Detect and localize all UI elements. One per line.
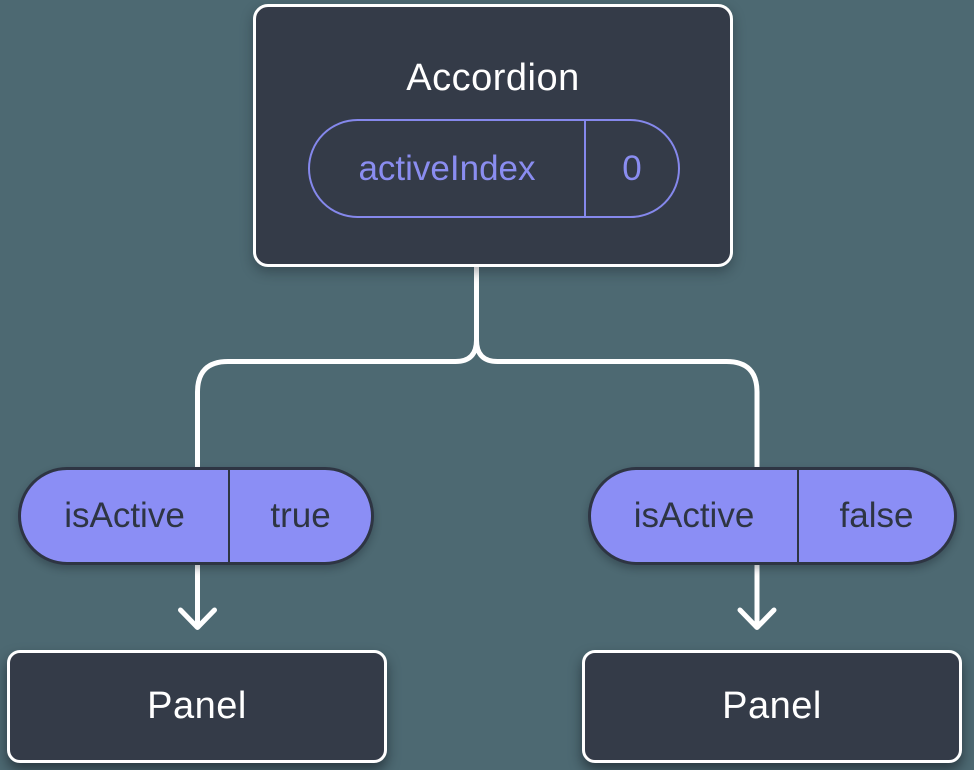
panel-node-right: Panel	[582, 650, 962, 763]
branch-line-right	[474, 263, 760, 473]
panel-node-left: Panel	[7, 650, 387, 763]
state-name: isActive	[64, 496, 185, 535]
is-active-state-pill-true: isActive true	[18, 467, 374, 565]
prop-value: 0	[584, 121, 678, 216]
is-active-state-pill-false: isActive false	[588, 467, 957, 565]
accordion-node: Accordion activeIndex 0	[253, 4, 733, 267]
node-title: Accordion	[406, 57, 580, 99]
branch-line-left	[195, 263, 479, 473]
arrow-down-icon	[737, 559, 777, 630]
prop-name: activeIndex	[358, 148, 536, 188]
node-title: Panel	[722, 685, 822, 727]
state-value: false	[797, 470, 954, 562]
active-index-prop-pill: activeIndex 0	[308, 119, 680, 218]
state-value: true	[228, 470, 371, 562]
node-title: Panel	[147, 685, 247, 727]
arrow-down-icon	[178, 559, 217, 630]
state-name: isActive	[633, 496, 755, 535]
